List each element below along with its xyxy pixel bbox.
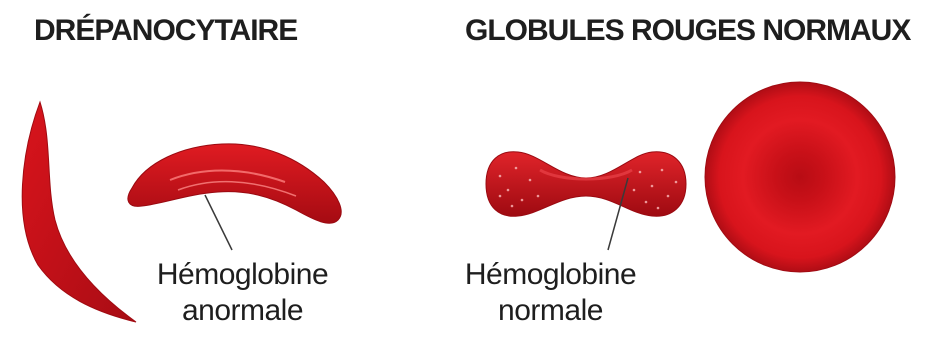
sickle-cell-elongated	[128, 144, 341, 223]
normal-hemoglobin-label: Hémoglobine normale	[458, 257, 643, 329]
abnormal-label-line1: Hémoglobine	[150, 257, 335, 293]
abnormal-label-line2: anormale	[150, 293, 335, 329]
normal-label-line1: Hémoglobine	[458, 257, 643, 293]
sickle-cell-crescent	[22, 102, 136, 322]
abnormal-hemoglobin-pointer	[205, 195, 232, 250]
abnormal-hemoglobin-label: Hémoglobine anormale	[150, 257, 335, 329]
normal-label-line2: normale	[458, 293, 643, 329]
normal-cell-front-view	[705, 82, 895, 272]
normal-cell-side-view	[486, 152, 686, 216]
